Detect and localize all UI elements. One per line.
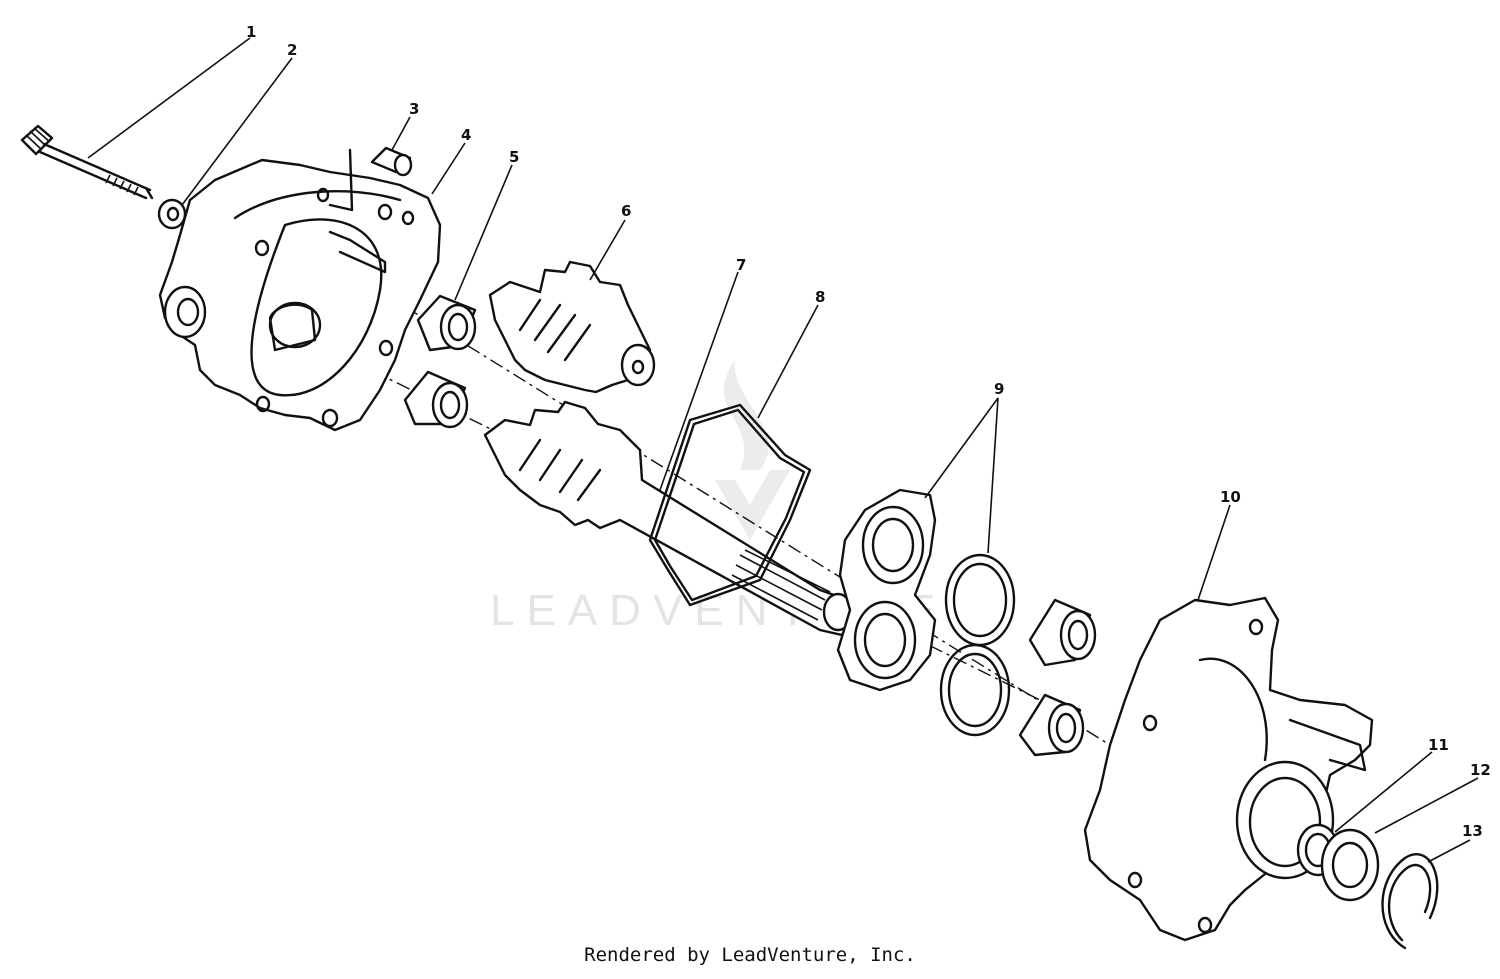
part-driven-gear [488,260,656,394]
callout-labels: 1 2 3 4 5 6 7 8 9 10 11 12 13 [246,23,1491,840]
callout-9: 9 [994,380,1004,398]
part-oil-seal [1320,828,1380,902]
part-seal-gasket [939,553,1016,737]
part-needle-bearing-lower [403,370,469,429]
part-cover-bearing-lower [1018,693,1085,757]
part-washer [157,198,187,230]
callout-10: 10 [1220,488,1241,506]
callout-7: 7 [736,256,746,274]
callout-6: 6 [621,202,631,220]
callout-11: 11 [1428,736,1449,754]
callout-13: 13 [1462,822,1483,840]
assembly-axes [299,259,1111,746]
part-bolt [20,124,154,200]
callout-3: 3 [409,100,419,118]
callout-5: 5 [509,148,519,166]
callout-12: 12 [1470,761,1491,779]
footer-credit: Rendered by LeadVenture, Inc. [584,944,916,966]
part-dowel-pin [370,146,413,177]
part-pump-body [158,148,442,432]
callout-1: 1 [246,23,256,41]
callout-4: 4 [461,126,471,144]
leader-lines [87,37,1479,863]
part-wear-plate [836,488,937,692]
part-needle-bearing-upper [416,294,477,352]
callout-8: 8 [815,288,825,306]
part-o-ring [648,403,812,607]
part-cover-bearing-upper [1028,598,1097,667]
callout-2: 2 [287,41,297,59]
part-retaining-ring [1381,853,1439,950]
